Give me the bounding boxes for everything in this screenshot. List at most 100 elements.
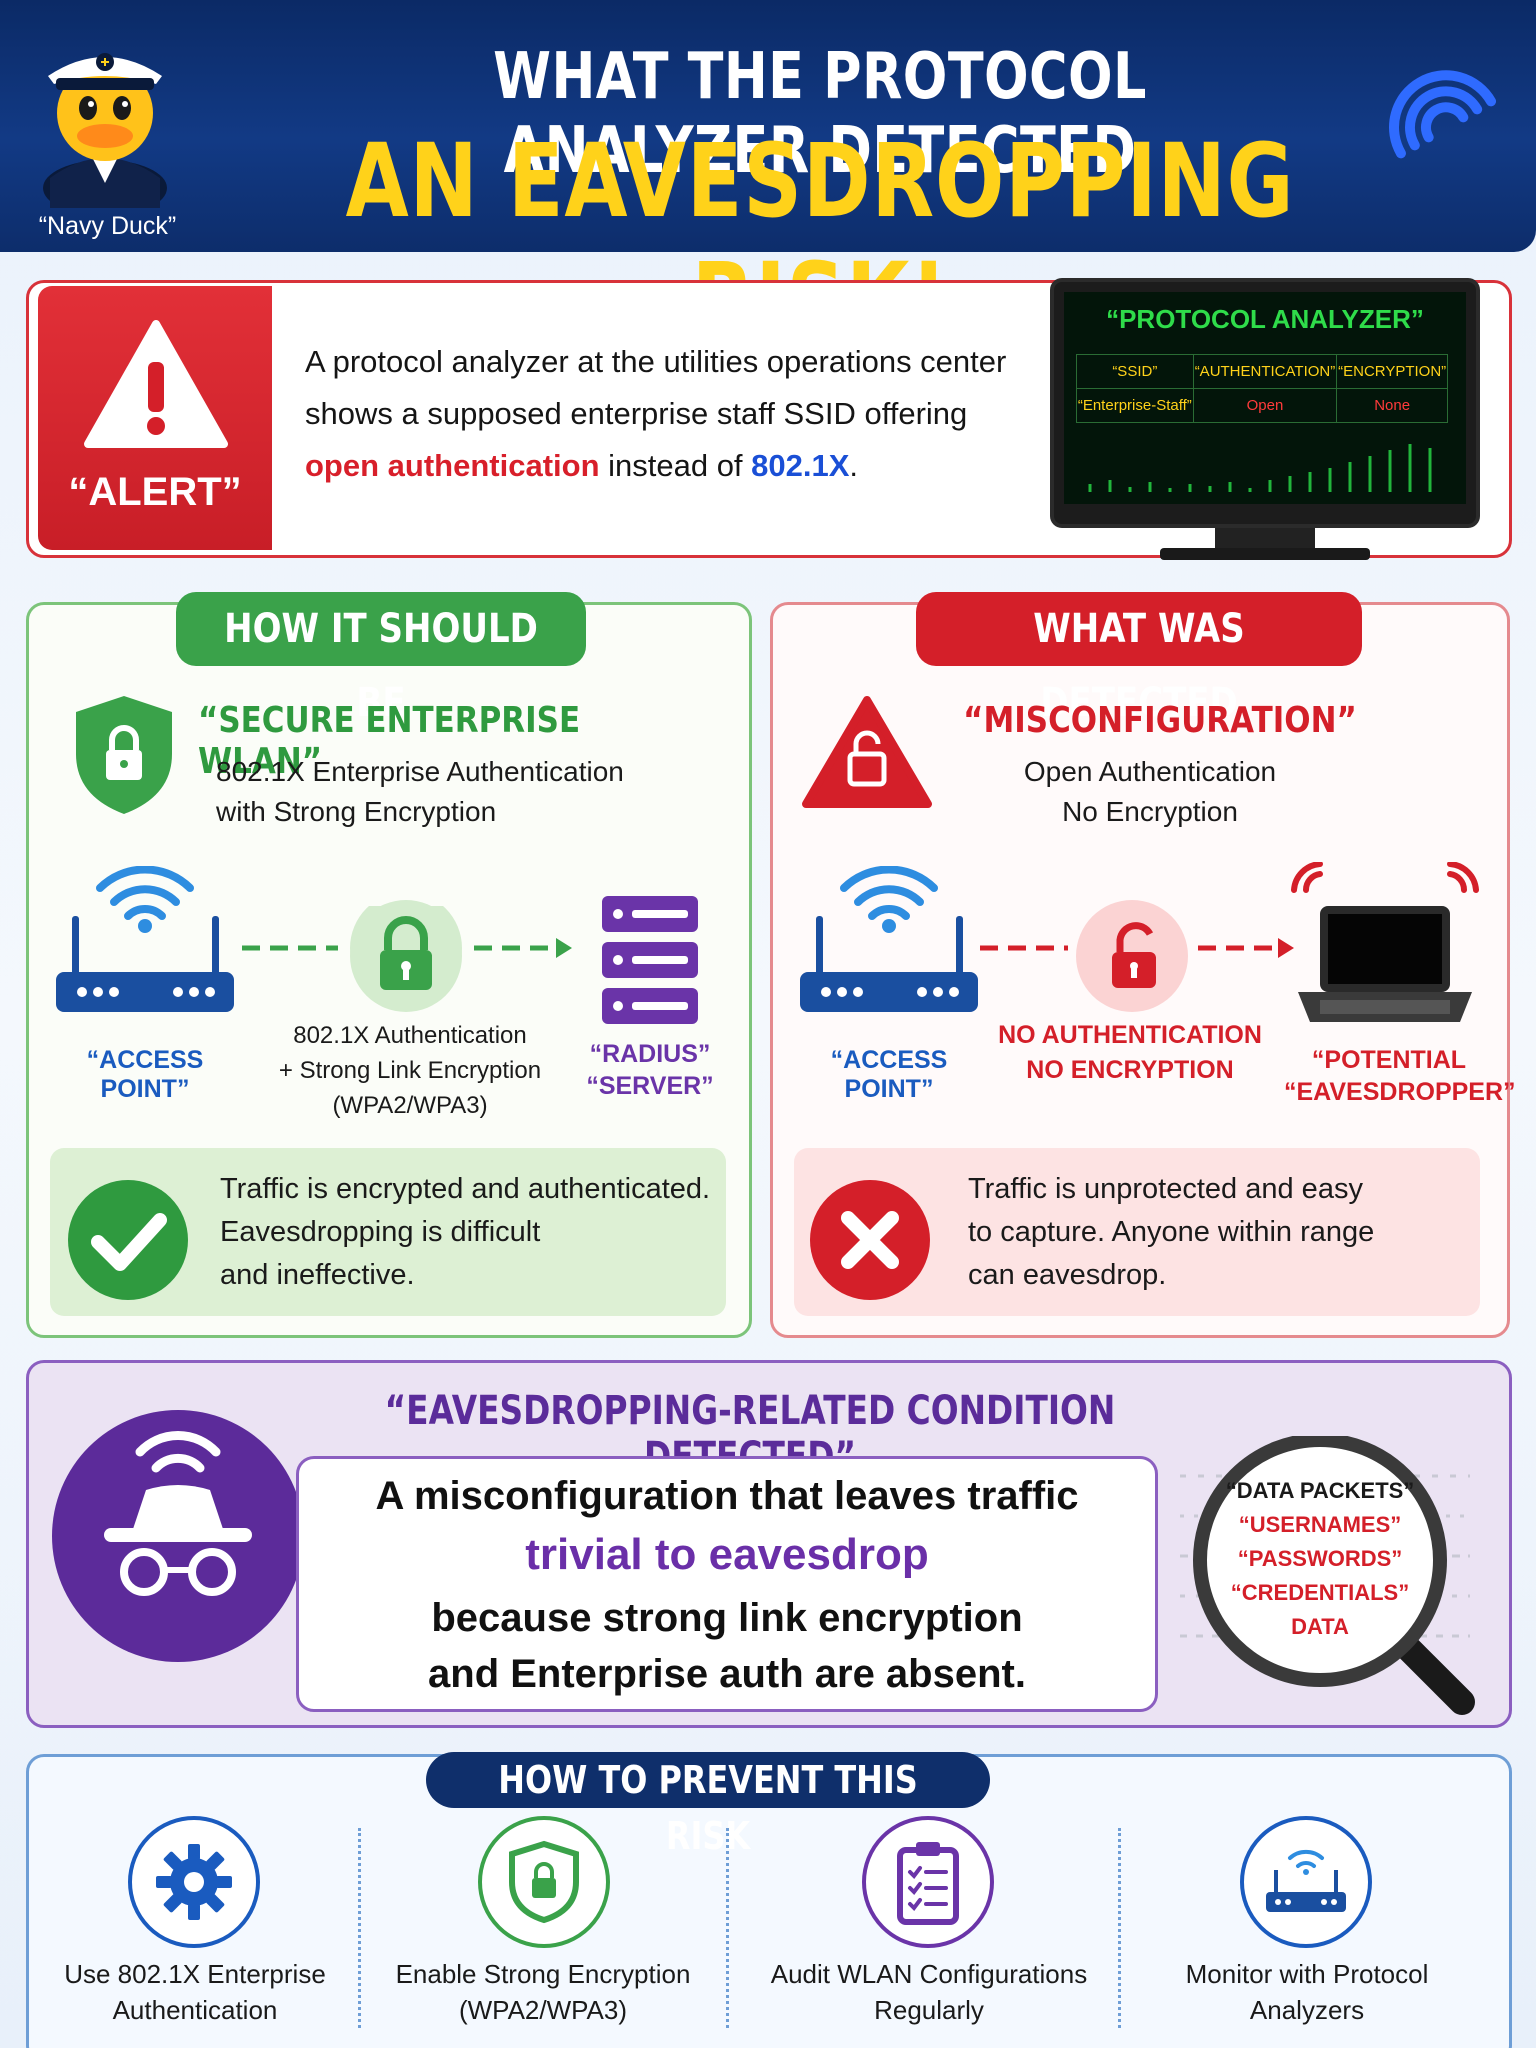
wifi-signal-icon	[1389, 70, 1496, 159]
magnifier-item: “USERNAMES”	[1238, 1512, 1402, 1537]
condition-line: and Enterprise auth are absent.	[428, 1652, 1026, 1696]
magnifier-item: DATA	[1291, 1614, 1349, 1639]
tip-circle	[862, 1816, 994, 1948]
analyzer-header-enc: “ENCRYPTION”	[1336, 354, 1448, 389]
monitor-stand	[1215, 528, 1315, 550]
prevent-pill: HOW TO PREVENT THIS RISK	[426, 1752, 990, 1858]
magnifier-item: “DATA PACKETS”	[1225, 1478, 1415, 1503]
magnifier-data-list: “DATA PACKETS” “USERNAMES” “PASSWORDS” “…	[1200, 1474, 1440, 1644]
condition-line1: A misconfiguration that leaves traffic	[375, 1474, 1079, 1518]
insecure-link-line: NO AUTHENTICATION	[998, 1021, 1262, 1049]
clipboard-checklist-icon	[897, 1842, 959, 1925]
detected-panel-pill-label: WHAT WAS DETECTED	[1033, 606, 1245, 726]
tip-label-line: (WPA2/WPA3)	[458, 1995, 628, 2025]
tip-label-line: Authentication	[112, 1995, 278, 2025]
spy-incognito-icon	[104, 1431, 252, 1596]
analyzer-auth-value: Open	[1192, 388, 1338, 423]
navy-duck-mascot-icon	[43, 53, 167, 208]
tip-label-line: Monitor with Protocol	[1185, 1959, 1429, 1989]
eavesdropper-label: “POTENTIAL “EAVESDROPPER”	[1284, 1044, 1516, 1108]
misconfig-description: Open Authentication No Encryption	[960, 752, 1340, 832]
tip-label-line: Audit WLAN Configurations	[770, 1959, 1088, 1989]
secure-description: 802.1X Enterprise Authentication with St…	[216, 752, 716, 832]
detected-panel-pill: WHAT WAS DETECTED	[916, 592, 1362, 726]
radius-server-label: “RADIUS” “SERVER”	[560, 1038, 740, 1102]
analyzer-enc-value: None	[1336, 388, 1448, 423]
alert-highlight-open-auth: open authentication	[305, 448, 600, 483]
insecure-link-caption: NO AUTHENTICATION NO ENCRYPTION	[990, 1018, 1270, 1088]
analyzer-title: “PROTOCOL ANALYZER”	[1106, 304, 1424, 334]
shield-lock-icon	[76, 696, 172, 814]
table-row: “Enterprise-Staff” Open None	[1076, 388, 1448, 423]
padlock-closed-icon	[350, 900, 462, 1012]
alert-text-part: instead of	[599, 448, 752, 483]
secure-result-line: Traffic is encrypted and authenticated.	[220, 1173, 711, 1205]
table-row: “SSID” “AUTHENTICATION” “ENCRYPTION”	[1076, 354, 1448, 389]
magnifying-glass-icon	[1180, 1436, 1475, 1715]
x-mark-icon	[810, 1180, 930, 1300]
tip-separator	[358, 1828, 361, 2028]
misconfig-title: “MISCONFIGURATION”	[963, 700, 1357, 741]
tip-separator	[1118, 1828, 1121, 2028]
tip-label: Use 802.1X Enterprise Authentication	[30, 1956, 360, 2028]
alert-text-part: A protocol analyzer at the utilities ope…	[305, 344, 1007, 431]
access-point-icon	[56, 866, 234, 1012]
router-icon	[1266, 1849, 1346, 1912]
magnifier-item: “PASSWORDS”	[1237, 1546, 1403, 1571]
tip-label-line: Use 802.1X Enterprise	[64, 1959, 326, 1989]
checkmark-icon	[68, 1180, 188, 1300]
analyzer-table: “SSID” “AUTHENTICATION” “ENCRYPTION” “En…	[1076, 354, 1448, 423]
secure-desc-line: with Strong Encryption	[216, 796, 497, 827]
padlock-open-icon	[1076, 900, 1188, 1012]
condition-line: because strong link encryption	[431, 1596, 1023, 1640]
detected-ap-label: “ACCESS POINT”	[830, 1046, 948, 1103]
prevent-pill-label: HOW TO PREVENT THIS RISK	[498, 1758, 918, 1858]
secure-link-caption: 802.1X Authentication + Strong Link Encr…	[250, 1018, 570, 1123]
secure-ap-label: “ACCESS POINT”	[86, 1046, 204, 1103]
eavesdropper-laptop-icon	[1291, 862, 1479, 1022]
mascot-caption: “Navy Duck”	[38, 212, 177, 240]
misconfig-desc-line: Open Authentication	[1023, 756, 1277, 787]
analyzer-header-auth: “AUTHENTICATION”	[1192, 354, 1338, 389]
secure-result-line: Eavesdropping is difficult	[220, 1216, 541, 1248]
secure-desc-line: 802.1X Enterprise Authentication	[216, 756, 624, 787]
condition-line3: because strong link encryption and Enter…	[296, 1590, 1158, 1702]
magnifier-item: “CREDENTIALS”	[1230, 1580, 1410, 1605]
alert-label: “ALERT”	[68, 470, 242, 514]
alert-text-part: .	[849, 448, 859, 483]
detected-result-line: can eavesdrop.	[968, 1259, 1167, 1291]
monitor-base	[1160, 548, 1370, 560]
alert-description: A protocol analyzer at the utilities ope…	[305, 336, 1045, 492]
warning-unlock-icon	[802, 696, 932, 808]
shield-lock-icon	[509, 1840, 579, 1924]
header-banner	[0, 0, 1536, 252]
access-point-icon	[800, 866, 978, 1012]
analyzer-header-ssid: “SSID”	[1076, 354, 1194, 389]
detected-result-line: Traffic is unprotected and easy	[968, 1173, 1363, 1205]
traffic-graph-icon	[1088, 444, 1432, 492]
tip-circle	[128, 1816, 260, 1948]
misconfig-desc-line: No Encryption	[1062, 796, 1238, 827]
secure-link-line: (WPA2/WPA3)	[332, 1092, 488, 1119]
insecure-link-icon	[980, 938, 1294, 958]
eavesdropper-line: “EAVESDROPPER”	[1284, 1078, 1516, 1106]
warning-triangle-icon	[84, 320, 228, 448]
secure-panel-pill: HOW IT SHOULD BE	[176, 592, 586, 726]
header-title-line1: WHAT THE PROTOCOL ANALYZER DETECTED	[493, 40, 1147, 188]
alert-highlight-8021x: 802.1X	[751, 448, 850, 483]
secure-link-line: + Strong Link Encryption	[278, 1057, 542, 1084]
tip-label: Monitor with Protocol Analyzers	[1142, 1956, 1472, 2028]
condition-line2: trivial to eavesdrop	[525, 1530, 929, 1579]
tip-label-line: Enable Strong Encryption	[395, 1959, 691, 1989]
detected-result-line: to capture. Anyone within range	[968, 1216, 1375, 1248]
tip-circle	[1240, 1816, 1372, 1948]
eavesdropper-line: “POTENTIAL	[1311, 1046, 1467, 1074]
detected-result-text: Traffic is unprotected and easy to captu…	[968, 1168, 1468, 1297]
insecure-link-line: NO ENCRYPTION	[1026, 1056, 1234, 1084]
tip-label: Enable Strong Encryption (WPA2/WPA3)	[378, 1956, 708, 2028]
secure-result-text: Traffic is encrypted and authenticated. …	[220, 1168, 720, 1297]
tip-label: Audit WLAN Configurations Regularly	[764, 1956, 1094, 2028]
gear-icon	[156, 1844, 232, 1920]
secure-panel-pill-label: HOW IT SHOULD BE	[224, 606, 538, 726]
condition-card	[296, 1456, 1158, 1712]
